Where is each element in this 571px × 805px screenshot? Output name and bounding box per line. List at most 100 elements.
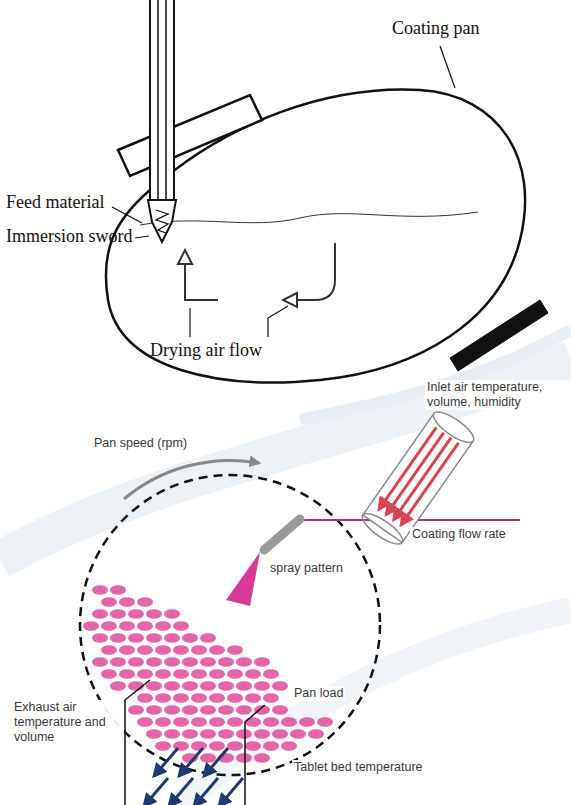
tablet bbox=[146, 681, 162, 691]
tablet bbox=[128, 657, 144, 667]
tablet bbox=[200, 633, 216, 643]
tablet bbox=[263, 693, 279, 703]
tablet bbox=[209, 741, 225, 751]
leader-lines bbox=[189, 308, 190, 337]
tablet bbox=[209, 669, 225, 679]
tablet bbox=[146, 609, 162, 619]
tablet bbox=[182, 729, 198, 739]
background-swoosh bbox=[0, 330, 571, 805]
tablet bbox=[164, 633, 180, 643]
tablet bbox=[128, 633, 144, 643]
tablet bbox=[218, 657, 234, 667]
immersion-sword bbox=[165, 0, 167, 200]
tablet bbox=[263, 669, 279, 679]
part-label: Immersion sword bbox=[6, 226, 132, 248]
tablet bbox=[92, 657, 108, 667]
drying-air-arrows bbox=[283, 293, 297, 307]
inlet-air-arrow bbox=[394, 438, 451, 520]
leader-lines bbox=[268, 306, 288, 337]
tablet bbox=[173, 645, 189, 655]
tablet bbox=[245, 741, 261, 751]
tablet bbox=[155, 645, 171, 655]
tablet bbox=[200, 657, 216, 667]
tablet bbox=[236, 729, 252, 739]
tablet bbox=[191, 741, 207, 751]
tablet bbox=[92, 585, 108, 595]
tablet bbox=[110, 633, 126, 643]
exhaust-air-arrow bbox=[179, 748, 203, 776]
tablet bbox=[173, 717, 189, 727]
tablet bbox=[236, 681, 252, 691]
tablet bbox=[173, 621, 189, 631]
tablet bbox=[110, 657, 126, 667]
tablet bbox=[146, 657, 162, 667]
tablet bbox=[182, 657, 198, 667]
spray-gun bbox=[226, 552, 260, 606]
tablet bbox=[236, 705, 252, 715]
tablet bbox=[137, 693, 153, 703]
exhaust-housing bbox=[125, 680, 265, 805]
immersion-sword bbox=[150, 0, 174, 200]
immersion-sword bbox=[157, 0, 159, 200]
tablet bbox=[263, 741, 279, 751]
feed-surface bbox=[140, 212, 478, 225]
tablet bbox=[164, 657, 180, 667]
tablet bbox=[200, 753, 216, 763]
tablet bbox=[272, 729, 288, 739]
tablet bbox=[146, 729, 162, 739]
tablet bbox=[155, 669, 171, 679]
tablet bbox=[200, 705, 216, 715]
tablet bbox=[272, 681, 288, 691]
tablet bbox=[191, 669, 207, 679]
exhaust-housing bbox=[125, 680, 150, 805]
tablet bbox=[110, 585, 126, 595]
tablet bbox=[227, 717, 243, 727]
part-label: Feed material bbox=[6, 192, 104, 214]
tablet bbox=[119, 669, 135, 679]
drying-air-arrows bbox=[296, 243, 335, 300]
part-label: Drying air flow bbox=[150, 340, 262, 362]
tablet bbox=[254, 681, 270, 691]
tablet bbox=[146, 705, 162, 715]
tablet bbox=[119, 621, 135, 631]
tablet bbox=[254, 657, 270, 667]
tablet bbox=[245, 669, 261, 679]
inlet-air-arrow bbox=[401, 443, 458, 525]
leader-lines bbox=[112, 46, 455, 337]
tablet bbox=[245, 693, 261, 703]
tablet bbox=[101, 621, 117, 631]
exhaust-air-arrow bbox=[194, 778, 218, 805]
tablet bbox=[92, 633, 108, 643]
tablet bbox=[164, 609, 180, 619]
part-label: Pan speed (rpm) bbox=[92, 436, 189, 451]
tablet bbox=[281, 717, 297, 727]
tablet bbox=[128, 609, 144, 619]
tablet bbox=[227, 669, 243, 679]
tablet bbox=[173, 669, 189, 679]
tablet bbox=[155, 621, 171, 631]
leader-lines bbox=[135, 236, 149, 238]
part-label: Pan load bbox=[292, 686, 345, 701]
tablet bbox=[218, 681, 234, 691]
exhaust-air-arrow bbox=[169, 778, 193, 805]
tablet bbox=[83, 621, 99, 631]
tablet bbox=[254, 753, 270, 763]
leader-lines bbox=[112, 207, 142, 223]
tablet bbox=[236, 657, 252, 667]
exhaust-air-arrow bbox=[204, 748, 228, 776]
tablet bbox=[155, 741, 171, 751]
exhaust-housing bbox=[245, 705, 265, 805]
tablet bbox=[182, 705, 198, 715]
immersion-sword bbox=[148, 0, 176, 242]
tablet bbox=[164, 729, 180, 739]
tablet bbox=[128, 705, 144, 715]
pan-rotation-arrow bbox=[124, 460, 259, 499]
tablet bbox=[137, 669, 153, 679]
tablet bbox=[164, 705, 180, 715]
inlet-duct bbox=[358, 508, 406, 549]
tablet bbox=[209, 645, 225, 655]
tablet bbox=[146, 633, 162, 643]
immersion-sword bbox=[156, 210, 168, 233]
tablet bbox=[101, 669, 117, 679]
